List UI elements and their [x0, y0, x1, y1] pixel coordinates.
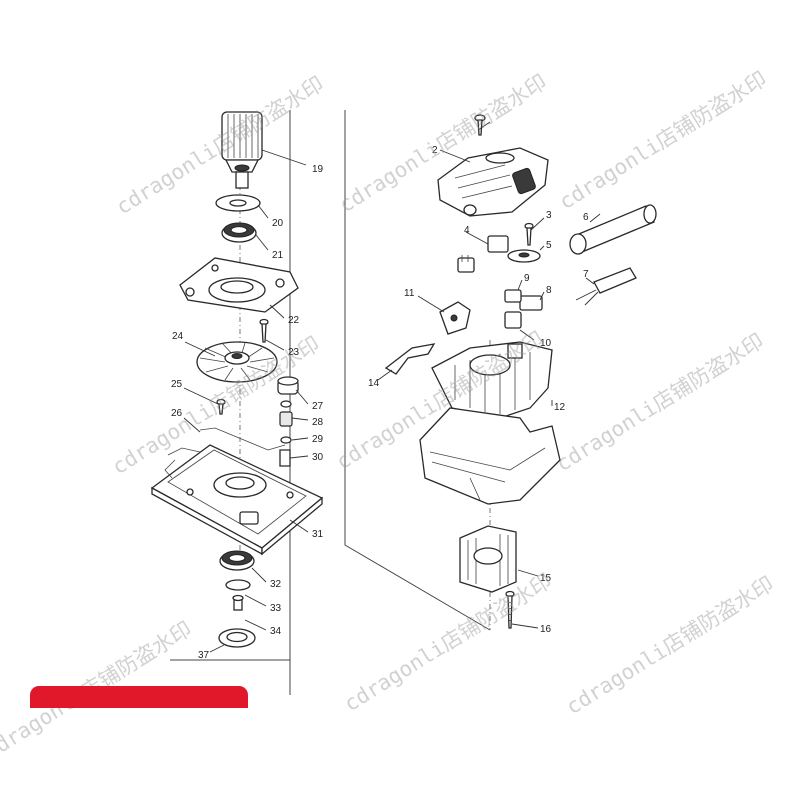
- watermark-text: cdragonli店铺防盗水印: [340, 569, 556, 716]
- tube-part: [569, 204, 657, 255]
- eccentric-part: [225, 579, 251, 611]
- leader-lines: [183, 121, 601, 653]
- washer-hole: [229, 199, 247, 207]
- label-34: 34: [270, 626, 282, 637]
- screw-top-part: [474, 114, 486, 136]
- bracket-part: [384, 343, 436, 375]
- label-25: 25: [171, 379, 183, 390]
- screw-16-part: [505, 590, 515, 629]
- label-8: 8: [546, 285, 552, 296]
- cord-part: [575, 267, 637, 306]
- label-29: 29: [312, 434, 324, 445]
- pad-base-part: [150, 427, 324, 556]
- label-3: 3: [546, 210, 552, 221]
- watermark-layer: cdragonli店铺防盗水印 cdragonli店铺防盗水印 cdragonl…: [0, 67, 778, 764]
- label-12: 12: [554, 402, 566, 413]
- label-11: 11: [404, 288, 415, 299]
- label-20: 20: [272, 218, 284, 229]
- label-5: 5: [546, 240, 552, 251]
- label-37: 37: [198, 650, 210, 661]
- label-22: 22: [288, 315, 300, 326]
- bearing-part: [221, 222, 257, 243]
- label-28: 28: [312, 417, 324, 428]
- label-19: 19: [312, 164, 324, 175]
- orings-part: [277, 376, 299, 467]
- watermark-text: cdragonli店铺防盗水印: [112, 72, 328, 219]
- stator-part: [459, 525, 517, 593]
- label-7: 7: [583, 269, 589, 280]
- label-33: 33: [270, 603, 282, 614]
- motor-housing-part: [419, 341, 561, 505]
- label-14: 14: [368, 378, 380, 389]
- label-30: 30: [312, 452, 324, 463]
- armature-part: [221, 111, 263, 189]
- part-10: [504, 311, 522, 329]
- label-2: 2: [432, 145, 438, 156]
- label-15: 15: [540, 573, 552, 584]
- screw-23-part: [259, 318, 269, 343]
- label-32: 32: [270, 579, 282, 590]
- label-21: 21: [272, 250, 284, 261]
- label-27: 27: [312, 401, 324, 412]
- label-4: 4: [464, 225, 470, 236]
- fan-part: [196, 341, 278, 383]
- label-23: 23: [288, 347, 300, 358]
- red-banner-bar: [30, 686, 248, 708]
- label-9: 9: [524, 273, 530, 284]
- label-26: 26: [171, 408, 183, 419]
- screw-25-part: [216, 398, 226, 415]
- ring-37-part: [218, 628, 256, 648]
- watermark-text: cdragonli店铺防盗水印: [552, 329, 768, 476]
- watermark-text: cdragonli店铺防盗水印: [562, 572, 778, 719]
- screw-3-part: [524, 222, 534, 246]
- label-31: 31: [312, 529, 324, 540]
- top-cover-part: [437, 147, 549, 217]
- watermark-text: cdragonli店铺防盗水印: [555, 67, 771, 214]
- brush-holder-part: [439, 301, 471, 335]
- label-6: 6: [583, 212, 589, 223]
- brush-8-part: [519, 295, 543, 311]
- housing-plate-part: [179, 257, 299, 313]
- part-number-labels: 19 20 21 22 23 24 25 26 27 28 29 30 31 3…: [171, 145, 589, 661]
- part-9: [504, 289, 522, 303]
- knob-part: [507, 249, 541, 263]
- label-24: 24: [172, 331, 184, 342]
- label-10: 10: [540, 338, 552, 349]
- bearing-32-part: [219, 550, 255, 571]
- label-16: 16: [540, 624, 552, 635]
